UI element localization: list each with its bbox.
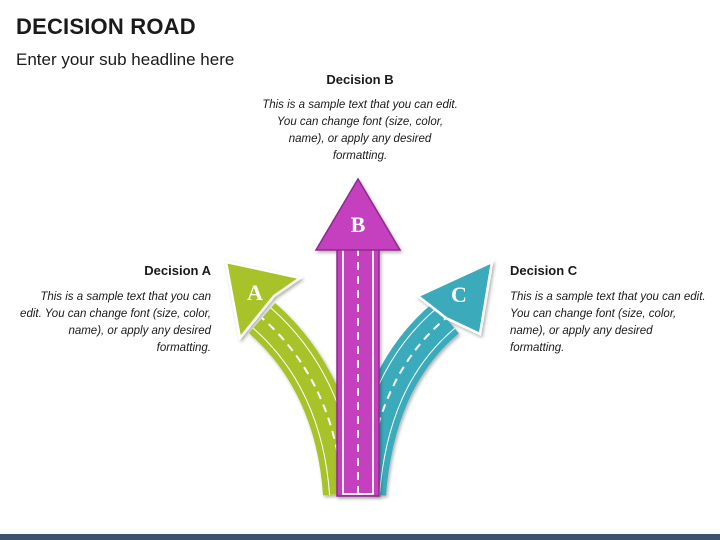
page-subtitle: Enter your sub headline here	[16, 50, 235, 69]
decision-c-heading: Decision C	[510, 263, 578, 278]
arrow-b	[314, 177, 402, 497]
decision-a-heading: Decision A	[144, 263, 211, 278]
decision-c-text: This is a sample text that you can edit.…	[510, 291, 706, 354]
letter-b: B	[351, 212, 366, 237]
letter-a: A	[247, 280, 263, 305]
arrow-c	[346, 259, 494, 496]
decision-a-text: This is a sample text that you can edit.…	[20, 291, 211, 354]
page-title: DECISION ROAD	[16, 14, 196, 39]
decision-b-text: This is a sample text that you can edit.…	[262, 99, 458, 162]
letter-c: C	[451, 282, 467, 307]
footer-bar	[0, 534, 720, 540]
arrow-a	[224, 260, 363, 496]
decision-b-heading: Decision B	[326, 72, 394, 87]
